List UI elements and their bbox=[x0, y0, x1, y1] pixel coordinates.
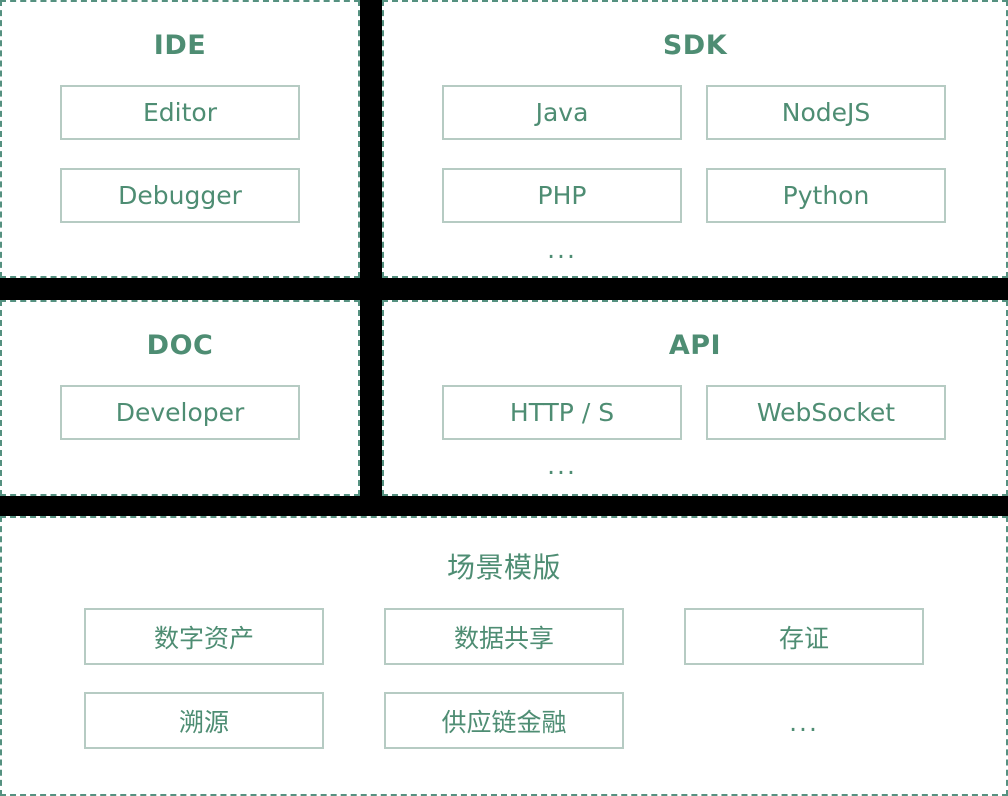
chip-supply-chain-finance[interactable]: 供应链金融 bbox=[384, 692, 624, 749]
panel-scene-title: 场景模版 bbox=[446, 551, 561, 584]
chip-websocket[interactable]: WebSocket bbox=[706, 385, 946, 440]
chip-digital-asset[interactable]: 数字资产 bbox=[84, 608, 324, 665]
chip-debugger[interactable]: Debugger bbox=[60, 168, 300, 223]
panel-api-title: API bbox=[668, 330, 722, 361]
panel-sdk-title: SDK bbox=[662, 30, 728, 61]
chip-nodejs[interactable]: NodeJS bbox=[706, 85, 946, 140]
panel-ide-title: IDE bbox=[153, 30, 207, 61]
chip-developer[interactable]: Developer bbox=[60, 385, 300, 440]
sdk-more-ellipsis: ... bbox=[547, 235, 577, 264]
api-more-ellipsis: ... bbox=[547, 451, 577, 480]
chip-data-sharing[interactable]: 数据共享 bbox=[384, 608, 624, 665]
chip-http-s[interactable]: HTTP / S bbox=[442, 385, 682, 440]
chip-evidence-storage[interactable]: 存证 bbox=[684, 608, 924, 665]
chip-editor[interactable]: Editor bbox=[60, 85, 300, 140]
panel-doc-title: DOC bbox=[146, 330, 214, 361]
chip-java[interactable]: Java bbox=[442, 85, 682, 140]
scene-more-ellipsis: ... bbox=[789, 708, 819, 737]
chip-traceability[interactable]: 溯源 bbox=[84, 692, 324, 749]
chip-python[interactable]: Python bbox=[706, 168, 946, 223]
chip-php[interactable]: PHP bbox=[442, 168, 682, 223]
